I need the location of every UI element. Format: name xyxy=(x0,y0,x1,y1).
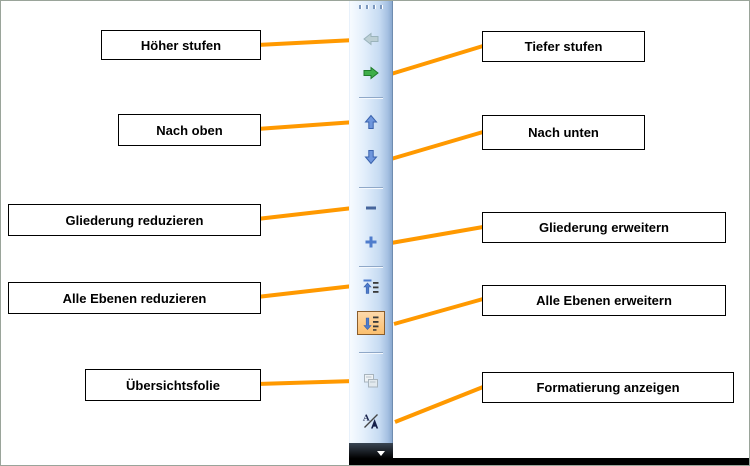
toolbar-bottom-area xyxy=(349,443,393,465)
callout-label: Alle Ebenen reduzieren xyxy=(62,290,207,306)
callout-label: Höher stufen xyxy=(140,37,222,53)
toolbar-separator xyxy=(359,266,383,268)
promote-arrow-icon xyxy=(363,32,379,46)
connector-line xyxy=(256,379,356,386)
expand-outline-plus-icon xyxy=(365,236,377,248)
connector-line xyxy=(256,284,354,299)
move-down-button[interactable] xyxy=(357,145,385,169)
callout-gliederung-erweitern: Gliederung erweitern xyxy=(482,212,726,243)
promote-button[interactable] xyxy=(357,27,385,51)
toolbar-separator xyxy=(359,352,383,354)
callout-label: Nach oben xyxy=(156,122,223,138)
connector-line xyxy=(256,206,354,221)
callout-label: Gliederung erweitern xyxy=(538,220,670,235)
expand-all-button[interactable] xyxy=(357,311,385,335)
demote-arrow-icon xyxy=(363,66,379,80)
outlining-toolbar: A xyxy=(349,1,393,465)
callout-label: Tiefer stufen xyxy=(524,39,603,54)
callout-gliederung-reduzieren: Gliederung reduzieren xyxy=(8,204,261,236)
move-up-arrow-icon xyxy=(364,114,378,129)
move-up-button[interactable] xyxy=(357,110,385,134)
collapse-outline-minus-icon xyxy=(366,206,376,210)
move-down-arrow-icon xyxy=(364,150,378,165)
callout-label: Übersichtsfolie xyxy=(126,377,220,393)
connector-line xyxy=(393,297,484,326)
summary-slide-icon xyxy=(364,374,378,388)
show-formatting-icon: A xyxy=(362,414,379,429)
connector-line xyxy=(390,130,484,161)
callout-alle-ebenen-reduzieren: Alle Ebenen reduzieren xyxy=(8,282,261,314)
connector-line xyxy=(256,120,356,131)
toolbar-separator xyxy=(359,97,383,99)
connector-line xyxy=(390,225,484,245)
callout-hoeher-stufen: Höher stufen xyxy=(101,30,261,60)
background-strip xyxy=(349,458,749,465)
callout-label: Formatierung anzeigen xyxy=(536,380,680,395)
collapse-all-button[interactable] xyxy=(357,275,385,299)
callout-nach-unten: Nach unten xyxy=(482,115,645,150)
expand-all-icon xyxy=(363,316,379,331)
expand-outline-button[interactable] xyxy=(357,230,385,254)
callout-label: Gliederung reduzieren xyxy=(65,212,204,228)
summary-slide-button[interactable] xyxy=(357,369,385,393)
callout-label: Alle Ebenen erweitern xyxy=(536,293,672,308)
toolbar-separator xyxy=(359,187,383,189)
callout-nach-oben: Nach oben xyxy=(118,114,261,146)
callout-label: Nach unten xyxy=(528,125,599,140)
collapse-outline-button[interactable] xyxy=(357,196,385,220)
callout-uebersichtsfolie: Übersichtsfolie xyxy=(85,369,261,401)
callout-tiefer-stufen: Tiefer stufen xyxy=(482,31,645,62)
toolbar-grip-handle[interactable] xyxy=(350,5,392,9)
callout-formatierung-anzeigen: Formatierung anzeigen xyxy=(482,372,734,403)
connector-line xyxy=(394,385,484,424)
collapse-all-icon xyxy=(363,279,379,294)
svg-text:A: A xyxy=(362,414,370,424)
show-formatting-button[interactable]: A xyxy=(357,409,385,433)
toolbar-options-arrow-icon[interactable] xyxy=(377,451,385,456)
connector-line xyxy=(256,38,356,47)
callout-alle-ebenen-erweitern: Alle Ebenen erweitern xyxy=(482,285,726,316)
connector-line xyxy=(390,44,484,76)
demote-button[interactable] xyxy=(357,61,385,85)
